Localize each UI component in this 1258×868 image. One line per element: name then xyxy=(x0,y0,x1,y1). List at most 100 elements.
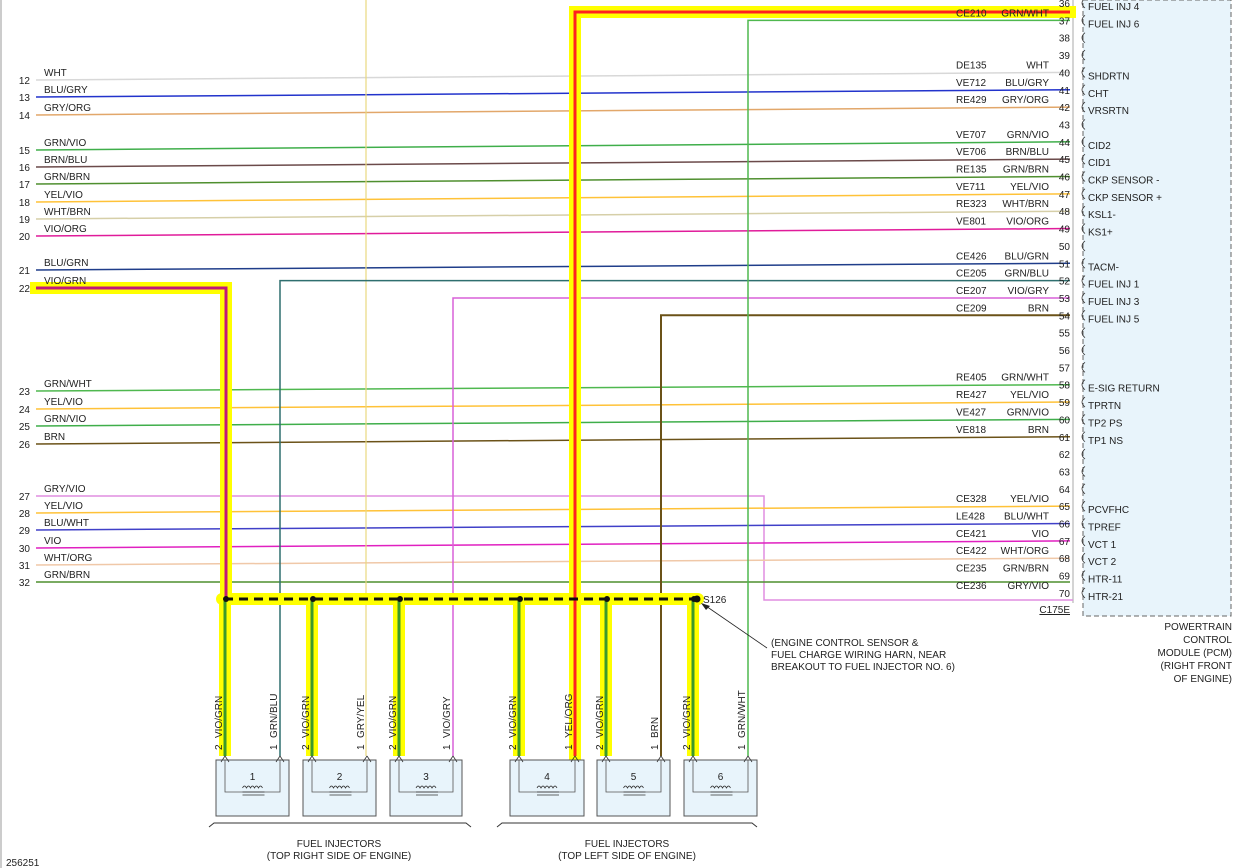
left-wire-color-label: BRN xyxy=(44,432,65,443)
pcm-title-line-3: MODULE (PCM) xyxy=(1158,648,1232,659)
left-pin-number: 27 xyxy=(19,492,31,503)
pcm-pin-function: E-SIG RETURN xyxy=(1088,384,1160,395)
pcm-circuit-label: RE427 xyxy=(956,390,987,401)
pcm-pin-function: CKP SENSOR - xyxy=(1088,176,1160,187)
wire-pin-21 xyxy=(35,262,1071,271)
pcm-pin-function: CID1 xyxy=(1088,158,1111,169)
left-pin-number: 32 xyxy=(19,578,31,589)
left-pin-number: 23 xyxy=(19,387,31,398)
pcm-circuit-label: VE706 xyxy=(956,147,986,158)
injector-pin2-label: 2 xyxy=(682,744,693,750)
pcm-pin-number: 46 xyxy=(1059,173,1071,184)
injector-2-number: 2 xyxy=(337,772,343,783)
wire-pin-19 xyxy=(35,210,1071,220)
pcm-pin-terminal xyxy=(1081,483,1086,495)
pcm-pin-terminal xyxy=(1081,49,1086,61)
pcm-wire-color-label: WHT xyxy=(1026,60,1049,71)
pcm-pin-number: 58 xyxy=(1059,381,1071,392)
wire-pin-17 xyxy=(35,175,1071,185)
pcm-circuit-label: RE429 xyxy=(956,95,987,106)
injector-6-terminals xyxy=(688,755,753,763)
pcm-circuit-label: VE801 xyxy=(956,217,986,228)
injector-pin1-label: 1 xyxy=(356,744,367,750)
pcm-pin-function: SHDRTN xyxy=(1088,71,1129,82)
pcm-pin-number: 37 xyxy=(1059,16,1071,27)
pcm-pin-function: KS1+ xyxy=(1088,228,1113,239)
injector-pin1-color-label: GRN/BLU xyxy=(269,694,280,738)
pcm-wire-color-label: GRN/VIO xyxy=(1007,407,1049,418)
pcm-pin-function: TPREF xyxy=(1088,523,1121,534)
pcm-pin-number: 53 xyxy=(1059,294,1071,305)
pcm-circuit-label: CE235 xyxy=(956,564,987,575)
injector-2-coil-icon xyxy=(329,785,352,796)
pcm-pin-terminal xyxy=(1081,431,1086,443)
pcm-pin-function: FUEL INJ 1 xyxy=(1088,280,1140,291)
pcm-pin-function: TPRTN xyxy=(1088,401,1121,412)
injector-2-terminals xyxy=(307,755,372,763)
pcm-pin-number: 63 xyxy=(1059,467,1071,478)
pcm-pin-terminal xyxy=(1081,136,1086,148)
pcm-circuit-label: CE207 xyxy=(956,286,987,297)
pcm-pin-terminal xyxy=(1081,309,1086,321)
left-wire-color-label: YEL/VIO xyxy=(44,397,83,408)
pcm-pin-function: HTR-21 xyxy=(1088,592,1123,603)
injector-pin1-label: 1 xyxy=(650,744,661,750)
pcm-pin-terminal xyxy=(1081,153,1086,165)
pcm-circuit-label: DE135 xyxy=(956,60,987,71)
injector-3-terminals xyxy=(394,755,458,763)
injector-group-left-line-1: FUEL INJECTORS xyxy=(585,839,670,850)
pcm-wire-color-label: BLU/GRY xyxy=(1005,78,1049,89)
left-pin-number: 16 xyxy=(19,163,31,174)
pcm-circuit-label: CE328 xyxy=(956,494,987,505)
wire-pin-27 xyxy=(36,495,1073,601)
pcm-pin-terminal xyxy=(1081,396,1086,408)
injector-pin1-label: 1 xyxy=(442,744,453,750)
wire-pin-14 xyxy=(35,106,1071,116)
left-pin-number: 21 xyxy=(19,266,31,277)
left-wire-color-label: WHT xyxy=(44,68,67,79)
pcm-pin-number: 65 xyxy=(1059,502,1071,513)
injector-pin2-color-label: VIO/GRN xyxy=(388,696,399,738)
left-wire-color-label: BLU/GRN xyxy=(44,258,88,269)
wire-pin-25 xyxy=(35,418,1071,427)
injector-pin1-color-label: BRN xyxy=(650,717,661,738)
pcm-pin-terminal xyxy=(1081,570,1086,581)
pcm-pin-terminal xyxy=(1081,0,1086,9)
pcm-connector-id: C175E xyxy=(1039,605,1070,616)
pcm-pin-function: FUEL INJ 3 xyxy=(1088,297,1140,308)
pcm-pin-number: 56 xyxy=(1059,346,1071,357)
injector-group-brace-left xyxy=(496,822,758,828)
pcm-pin-terminal xyxy=(1081,101,1086,113)
wire-pin-22-vio-grn xyxy=(36,286,228,599)
pcm-pin-terminal xyxy=(1081,257,1086,269)
pcm-circuit-label: CE426 xyxy=(956,251,987,262)
injector-group-left-line-2: (TOP LEFT SIDE OF ENGINE) xyxy=(558,851,696,862)
label-layer: 12WHT13BLU/GRY14GRY/ORG15GRN/VIO16BRN/BL… xyxy=(19,0,1162,750)
pcm-circuit-label: VE427 xyxy=(956,407,986,418)
left-wire-color-label: BRN/BLU xyxy=(44,155,87,166)
left-pin-number: 26 xyxy=(19,440,31,451)
pcm-wire-color-label: VIO/ORG xyxy=(1006,217,1049,228)
pcm-wire-color-label: BRN xyxy=(1028,303,1049,314)
left-pin-number: 29 xyxy=(19,526,31,537)
left-pin-number: 19 xyxy=(19,215,31,226)
pcm-pin-number: 44 xyxy=(1059,138,1071,149)
pcm-pin-number: 57 xyxy=(1059,363,1071,374)
pcm-wire-color-label: BRN/BLU xyxy=(1006,147,1049,158)
injector-3-coil-icon xyxy=(415,785,438,796)
wire-layer xyxy=(35,0,1073,756)
pcm-pin-number: 52 xyxy=(1059,277,1071,288)
pcm-circuit-label: VE818 xyxy=(956,425,986,436)
splice-note-line-1: (ENGINE CONTROL SENSOR & xyxy=(771,638,919,649)
left-wire-color-label: YEL/VIO xyxy=(44,190,83,201)
pcm-pin-number: 38 xyxy=(1059,34,1071,45)
left-pin-number: 28 xyxy=(19,509,31,520)
wire-pin-26 xyxy=(35,436,1071,445)
pcm-circuit-label: CE205 xyxy=(956,269,987,280)
pcm-pin-function: TACM- xyxy=(1088,262,1119,273)
pcm-pin-terminal xyxy=(1081,552,1086,564)
pcm-wire-color-label: VIO/GRY xyxy=(1008,286,1050,297)
pcm-wire-color-label: GRN/WHT xyxy=(1001,373,1049,384)
